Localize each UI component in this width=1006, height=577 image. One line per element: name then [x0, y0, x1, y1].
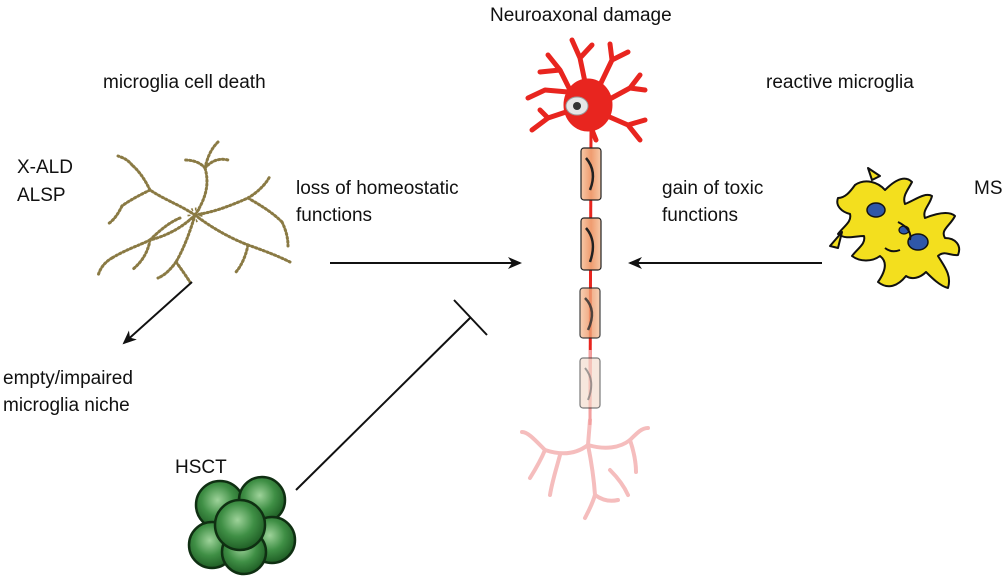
- microglia-fragment: [130, 163, 152, 192]
- label-reactive-microglia: reactive microglia: [766, 72, 914, 93]
- stem-cell-cluster-icon: [187, 475, 297, 576]
- microglia-fragment: [96, 256, 114, 278]
- microglia-fragment: [110, 238, 152, 260]
- label-microglia-cell-death: microglia cell death: [103, 72, 266, 93]
- microglia-fragment: [193, 166, 209, 217]
- microglia-fragment: [203, 140, 220, 170]
- microglia-fragment: [148, 188, 197, 217]
- label-ms: MS: [974, 178, 1003, 199]
- reactive-microglia-icon: [829, 167, 961, 289]
- microglia-fragment: [246, 243, 292, 264]
- label-alsp: ALSP: [17, 185, 66, 206]
- microglia-fragment: [148, 213, 197, 242]
- microglia-fragment-soma: [187, 207, 203, 223]
- microglia-fragment: [148, 216, 182, 242]
- label-hsct: HSCT: [175, 457, 227, 478]
- label-empty-line1: empty/impaired: [3, 368, 133, 389]
- microglia-fragment: [116, 154, 134, 167]
- inhibition-line-hsct: [295, 299, 488, 491]
- microglia-fragment: [174, 260, 192, 284]
- label-empty-line2: microglia niche: [3, 395, 130, 416]
- microglia-fragment: [193, 213, 250, 247]
- microglia-fragment: [174, 213, 197, 264]
- neuron-icon: [520, 37, 650, 520]
- microglia-fragment: [280, 220, 290, 248]
- microglia-fragment: [120, 188, 152, 208]
- arrow-to-empty-niche: [122, 281, 193, 345]
- label-loss-line1: loss of homeostatic: [296, 178, 459, 199]
- microglia-fragment: [246, 174, 272, 200]
- microglia-fragment: [234, 243, 250, 274]
- microglia-fragment: [106, 204, 124, 226]
- microglia-fragment: [246, 196, 284, 224]
- label-neuroaxonal-damage: Neuroaxonal damage: [490, 5, 672, 26]
- label-gain-line2: functions: [662, 205, 739, 226]
- fragmented-microglia-icon: [96, 140, 292, 284]
- microglia-fragment: [130, 238, 152, 272]
- microglia-fragment: [156, 260, 178, 280]
- microglia-fragment: [183, 158, 207, 170]
- label-gain-line1: gain of toxic: [662, 178, 764, 199]
- label-xald: X-ALD: [17, 157, 73, 178]
- label-loss-line2: functions: [296, 205, 373, 226]
